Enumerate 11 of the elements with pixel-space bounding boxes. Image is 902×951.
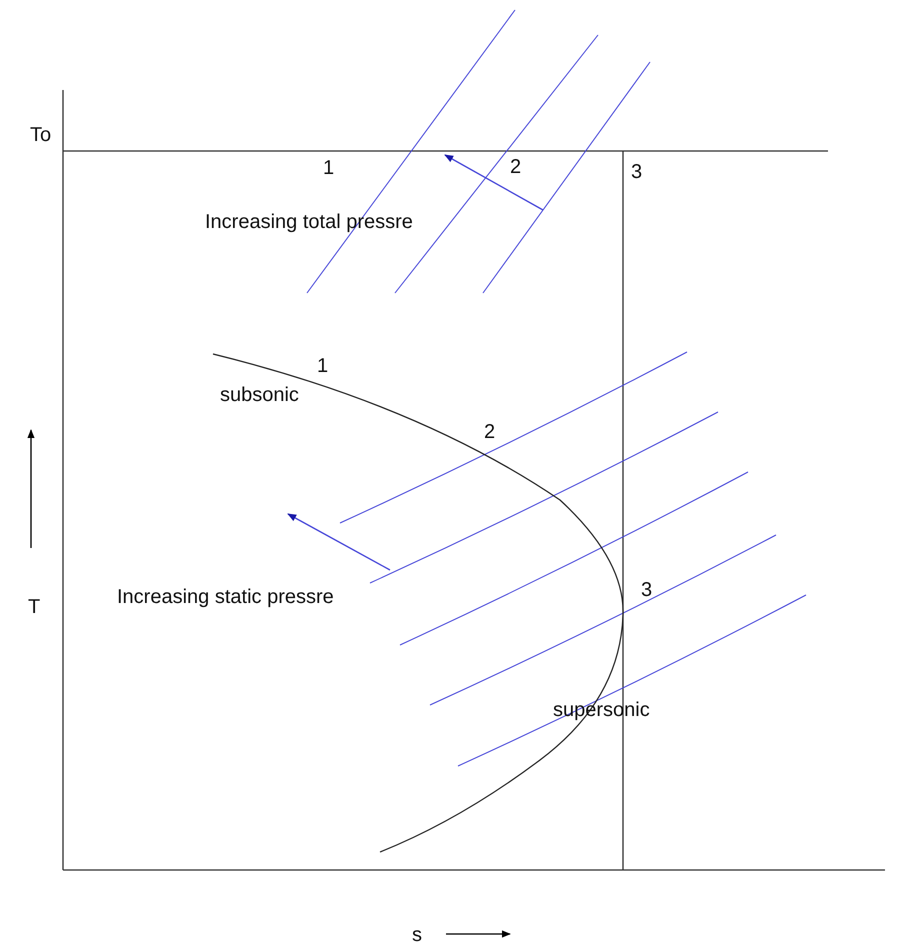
state-number: 2: [484, 420, 496, 444]
state-number: 2: [510, 155, 522, 179]
annotation: Increasing static pressre: [117, 585, 334, 609]
region-label: subsonic: [220, 383, 299, 407]
axis-label: To: [30, 123, 52, 147]
axis-label: T: [28, 595, 40, 619]
state-number: 1: [317, 354, 328, 378]
axis-label: s: [412, 923, 422, 947]
state-number: 3: [641, 578, 652, 602]
state-number: 1: [323, 156, 334, 180]
state-number: 3: [631, 160, 642, 184]
